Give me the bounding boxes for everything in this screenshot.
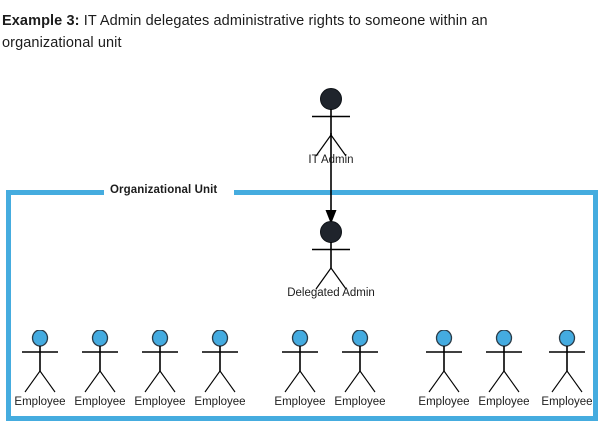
- employee-leg-right: [299, 370, 316, 393]
- employee-1-figure: [10, 329, 70, 398]
- employee-head-icon: [91, 329, 109, 347]
- employee-leg-right: [159, 370, 176, 393]
- page-title: Example 3: IT Admin delegates administra…: [2, 10, 582, 54]
- delegated-admin-figure: [286, 221, 376, 301]
- employee-leg-left: [84, 370, 101, 393]
- employee-9-label: Employee: [541, 396, 593, 408]
- employee-2-label: Employee: [74, 396, 126, 408]
- employee-5-label: Employee: [274, 396, 326, 408]
- employee-leg-right: [443, 370, 460, 393]
- employee-7-label: Employee: [418, 396, 470, 408]
- employee-leg-left: [488, 370, 505, 393]
- employee-head-icon: [151, 329, 169, 347]
- organizational-unit-box: [6, 190, 598, 421]
- employee-head-icon: [558, 329, 576, 347]
- employee-leg-right: [99, 370, 116, 393]
- employee-leg-left: [284, 370, 301, 393]
- it-admin-head-icon: [320, 88, 342, 110]
- delegated-admin-leg-left: [315, 267, 332, 290]
- it-admin-label: IT Admin: [308, 154, 354, 166]
- organizational-unit-label-gap: [104, 186, 234, 200]
- employee-5-figure: [270, 329, 330, 398]
- delegated-admin-head-icon: [320, 221, 342, 243]
- employee-3-figure: [130, 329, 190, 398]
- employee-head-icon: [31, 329, 49, 347]
- employee-head-icon: [211, 329, 229, 347]
- page-title-lead: Example 3:: [2, 13, 80, 29]
- page-title-rest: IT Admin delegates administrative rights…: [2, 13, 488, 51]
- employee-leg-right: [39, 370, 56, 393]
- employee-8-figure: [474, 329, 534, 398]
- employee-head-icon: [435, 329, 453, 347]
- employee-leg-left: [144, 370, 161, 393]
- employee-4-label: Employee: [194, 396, 246, 408]
- employee-8-label: Employee: [478, 396, 530, 408]
- employee-leg-left: [428, 370, 445, 393]
- employee-6-label: Employee: [334, 396, 386, 408]
- employee-3-label: Employee: [134, 396, 186, 408]
- employee-leg-right: [219, 370, 236, 393]
- employee-4-figure: [190, 329, 250, 398]
- employee-1-label: Employee: [14, 396, 66, 408]
- employee-2-figure: [70, 329, 130, 398]
- employee-leg-right: [566, 370, 583, 393]
- employee-head-icon: [351, 329, 369, 347]
- employee-head-icon: [291, 329, 309, 347]
- organizational-unit-label: Organizational Unit: [110, 184, 218, 196]
- employee-9-figure: [537, 329, 597, 398]
- it-admin-figure: [286, 88, 376, 168]
- employee-leg-right: [503, 370, 520, 393]
- delegated-admin-leg-right: [330, 267, 347, 290]
- it-admin-leg-left: [315, 134, 332, 157]
- employee-leg-right: [359, 370, 376, 393]
- employee-leg-left: [204, 370, 221, 393]
- delegated-admin-label: Delegated Admin: [287, 287, 375, 299]
- employee-leg-left: [344, 370, 361, 393]
- employee-6-figure: [330, 329, 390, 398]
- it-admin-leg-right: [330, 134, 347, 157]
- employee-head-icon: [495, 329, 513, 347]
- employee-leg-left: [551, 370, 568, 393]
- employee-leg-left: [24, 370, 41, 393]
- employee-7-figure: [414, 329, 474, 398]
